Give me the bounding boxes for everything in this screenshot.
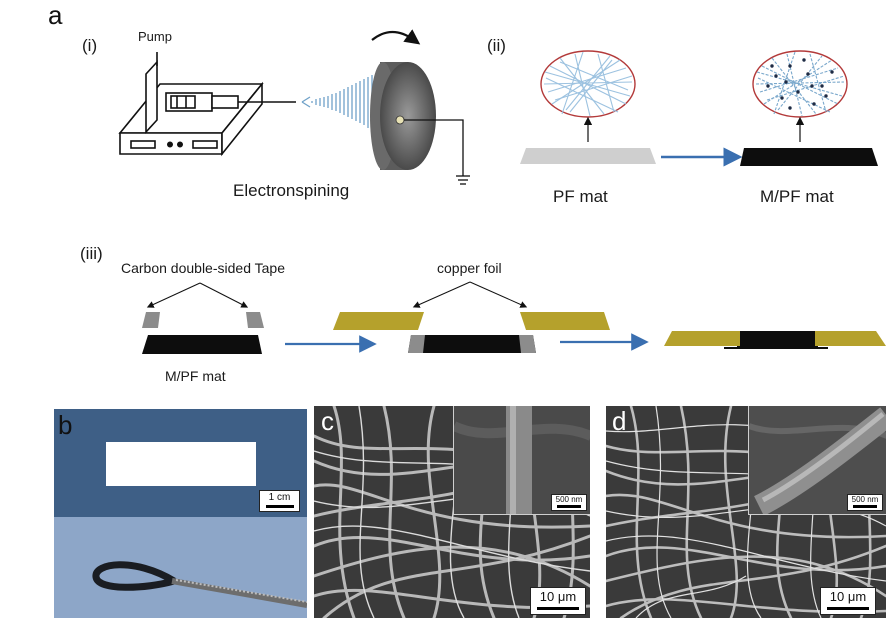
panel-d-inset-fiber bbox=[749, 407, 886, 514]
panel-c-inset-fiber bbox=[454, 406, 590, 514]
copper-right bbox=[520, 312, 610, 330]
panel-b-scale-bar bbox=[265, 505, 294, 508]
panel-c-inset-scale-bar bbox=[557, 505, 581, 508]
schematic-diagram bbox=[118, 29, 886, 354]
drum-collector bbox=[370, 29, 436, 170]
device-copper-left bbox=[664, 331, 740, 346]
tape-step2-left bbox=[408, 335, 425, 353]
sub-label-i: (i) bbox=[82, 36, 98, 55]
panel-d-inset-scale-label: 500 nm bbox=[851, 495, 879, 504]
ground-wire bbox=[404, 119, 470, 185]
syringe-pump bbox=[118, 52, 296, 157]
panel-c-sem: 500 nm 10 μm bbox=[314, 406, 590, 618]
pf-fiber-bubble bbox=[540, 50, 636, 118]
device-mat bbox=[737, 331, 818, 347]
carbon-tape-label: Carbon double-sided Tape bbox=[121, 260, 285, 276]
panel-d-letter: d bbox=[612, 406, 627, 436]
panel-c-inset bbox=[453, 406, 590, 515]
mpf-mat-label: M/PF mat bbox=[760, 187, 834, 206]
panel-d-inset-scale-bar bbox=[853, 505, 877, 508]
panel-a-letter: a bbox=[48, 0, 63, 30]
pf-mat-sheet bbox=[520, 148, 656, 164]
pf-mat-label: PF mat bbox=[553, 187, 608, 206]
tape-left bbox=[142, 312, 160, 328]
panel-c-scale: 10 μm bbox=[530, 587, 586, 615]
panel-d-scale-label: 10 μm bbox=[829, 589, 867, 604]
tape-right bbox=[246, 312, 264, 328]
panel-d-sem: 500 nm 10 μm bbox=[606, 406, 886, 618]
mpf-mat-step2 bbox=[408, 335, 536, 353]
electrospinning-jet bbox=[301, 73, 377, 134]
copper-left bbox=[333, 312, 424, 330]
panel-d-inset-scale: 500 nm bbox=[847, 494, 883, 511]
panel-b-photo-bottom bbox=[54, 517, 307, 618]
sub-label-ii: (ii) bbox=[487, 36, 506, 55]
pump-label: Pump bbox=[138, 29, 172, 44]
panel-b-scale-label: 1 cm bbox=[268, 492, 291, 503]
panel-c-inset-scale-label: 500 nm bbox=[555, 495, 583, 504]
sub-label-iii: (iii) bbox=[80, 244, 103, 263]
device-copper-right bbox=[815, 331, 886, 346]
panel-c-inset-scale: 500 nm bbox=[551, 494, 587, 511]
tape-step2-right bbox=[519, 335, 536, 353]
mpf-mat-sheet bbox=[740, 148, 878, 166]
pf-mat-photo-sheet bbox=[106, 442, 256, 486]
electrospinning-label: Electronspining bbox=[233, 181, 350, 200]
bent-mat-photo bbox=[92, 561, 307, 608]
mpf-mat-label-iii: M/PF mat bbox=[165, 368, 226, 384]
panel-b-letter: b bbox=[58, 410, 73, 440]
mpf-fiber-bubble bbox=[752, 50, 848, 118]
panel-c-scale-label: 10 μm bbox=[539, 589, 577, 604]
panel-d-scale-bar bbox=[827, 607, 869, 610]
copper-foil-label: copper foil bbox=[437, 260, 502, 276]
panel-d-scale: 10 μm bbox=[820, 587, 876, 615]
mpf-mat-iii bbox=[142, 335, 262, 354]
panel-b-scale: 1 cm bbox=[259, 490, 300, 512]
panel-c-letter: c bbox=[321, 406, 334, 436]
panel-c-scale-bar bbox=[537, 607, 579, 610]
